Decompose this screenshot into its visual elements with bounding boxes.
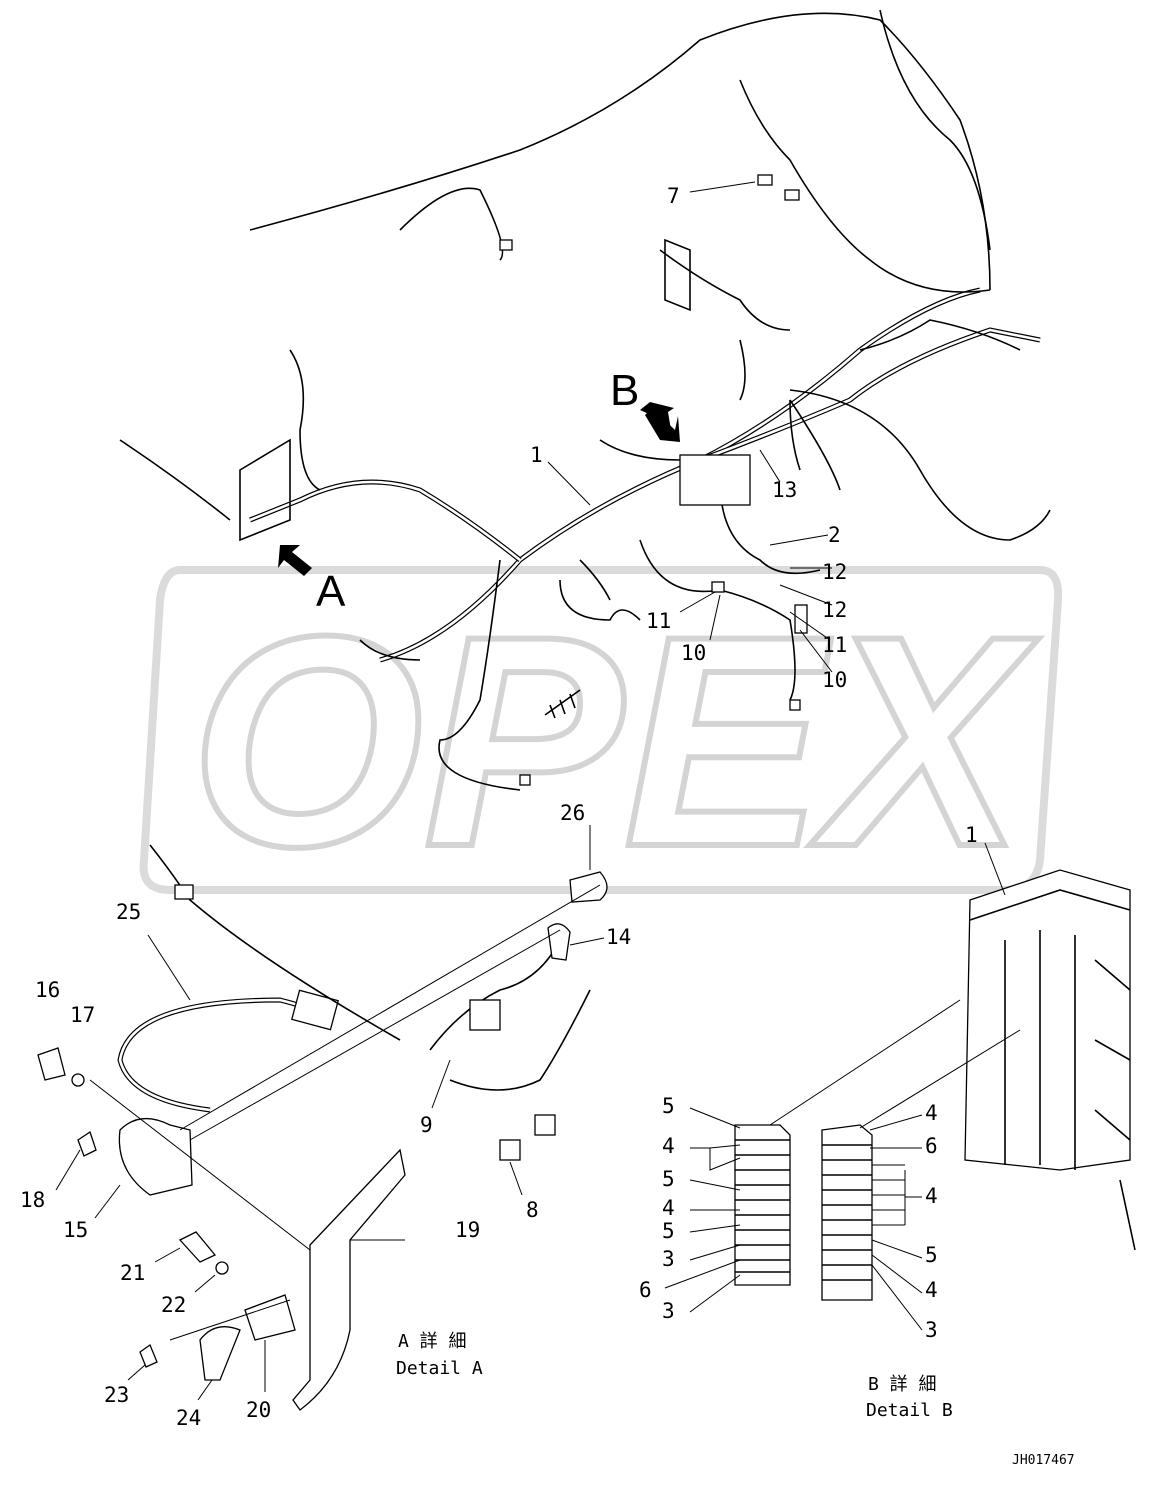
callout-b-3b: 3 — [662, 1299, 675, 1323]
callout-12a: 12 — [822, 560, 847, 584]
callout-2: 2 — [828, 523, 841, 547]
callout-11b: 11 — [822, 633, 847, 657]
wire-harness-main — [119, 9, 1051, 791]
fuse-box — [679, 454, 751, 506]
callout-b-4e: 4 — [925, 1278, 938, 1302]
callout-b-5a: 5 — [662, 1094, 675, 1118]
callout-16: 16 — [35, 978, 60, 1002]
detail-b-callouts: 1 5 4 5 4 5 3 6 3 4 6 4 5 4 3 — [639, 823, 978, 1342]
connector-7b — [784, 189, 800, 201]
callout-7: 7 — [667, 184, 680, 208]
callout-b-3a: 3 — [662, 1247, 675, 1271]
callout-24: 24 — [176, 1406, 201, 1430]
callout-8: 8 — [526, 1198, 539, 1222]
detail-a-leaders — [55, 825, 605, 1401]
callout-17: 17 — [70, 1003, 95, 1027]
callout-b-3c: 3 — [925, 1318, 938, 1342]
view-marker-b: B — [610, 366, 639, 415]
detail-a-callouts: 26 14 25 16 17 9 8 18 15 19 21 22 23 24 … — [20, 801, 631, 1430]
detail-a-caption-en: Detail A — [396, 1358, 483, 1379]
callout-19: 19 — [455, 1218, 480, 1242]
connector-7a — [757, 174, 773, 186]
detail-b-caption-jp: B 詳 細 — [868, 1374, 937, 1395]
detail-b-fuse-block — [964, 869, 1136, 1251]
callout-25: 25 — [116, 900, 141, 924]
callout-10b: 10 — [822, 668, 847, 692]
callout-26: 26 — [560, 801, 585, 825]
callout-b-6b: 6 — [925, 1134, 938, 1158]
main-callouts: 7 1 13 2 12 12 11 11 10 10 — [530, 184, 847, 692]
callout-b-4d: 4 — [925, 1184, 938, 1208]
callout-b-4c: 4 — [925, 1101, 938, 1125]
callout-b-5c: 5 — [662, 1219, 675, 1243]
detail-b-caption-en: Detail B — [866, 1400, 953, 1421]
view-arrow-b — [640, 402, 680, 442]
callout-b-5b: 5 — [662, 1167, 675, 1191]
view-marker-a: A — [316, 567, 346, 616]
callout-10a: 10 — [681, 641, 706, 665]
drawing-id: JH017467 — [1012, 1453, 1075, 1468]
main-leaders — [547, 181, 833, 673]
callout-9: 9 — [420, 1113, 433, 1137]
callout-b-1: 1 — [965, 823, 978, 847]
view-arrow-a — [278, 545, 312, 576]
callout-b-4a: 4 — [662, 1134, 675, 1158]
callout-21: 21 — [120, 1261, 145, 1285]
callout-14: 14 — [606, 925, 631, 949]
callout-b-6a: 6 — [639, 1278, 652, 1302]
detail-b-leaders — [664, 842, 1021, 1331]
callout-12b: 12 — [822, 598, 847, 622]
detail-a-caption-jp: A 詳 細 — [398, 1331, 467, 1352]
callout-22: 22 — [161, 1293, 186, 1317]
detail-a-parts — [37, 844, 608, 1411]
callout-23: 23 — [104, 1383, 129, 1407]
callout-1: 1 — [530, 443, 543, 467]
callout-b-4b: 4 — [662, 1196, 675, 1220]
watermark-text: OPEX — [190, 573, 1039, 909]
callout-13: 13 — [772, 478, 797, 502]
detail-b-fuse-stack-left — [734, 1124, 791, 1286]
callout-20: 20 — [246, 1398, 271, 1422]
callout-18: 18 — [20, 1188, 45, 1212]
callout-11a: 11 — [646, 609, 671, 633]
callout-15: 15 — [63, 1218, 88, 1242]
detail-b-fuse-stack-right — [821, 1124, 873, 1301]
callout-b-5d: 5 — [925, 1243, 938, 1267]
watermark-logo: OPEX — [139, 566, 1063, 912]
